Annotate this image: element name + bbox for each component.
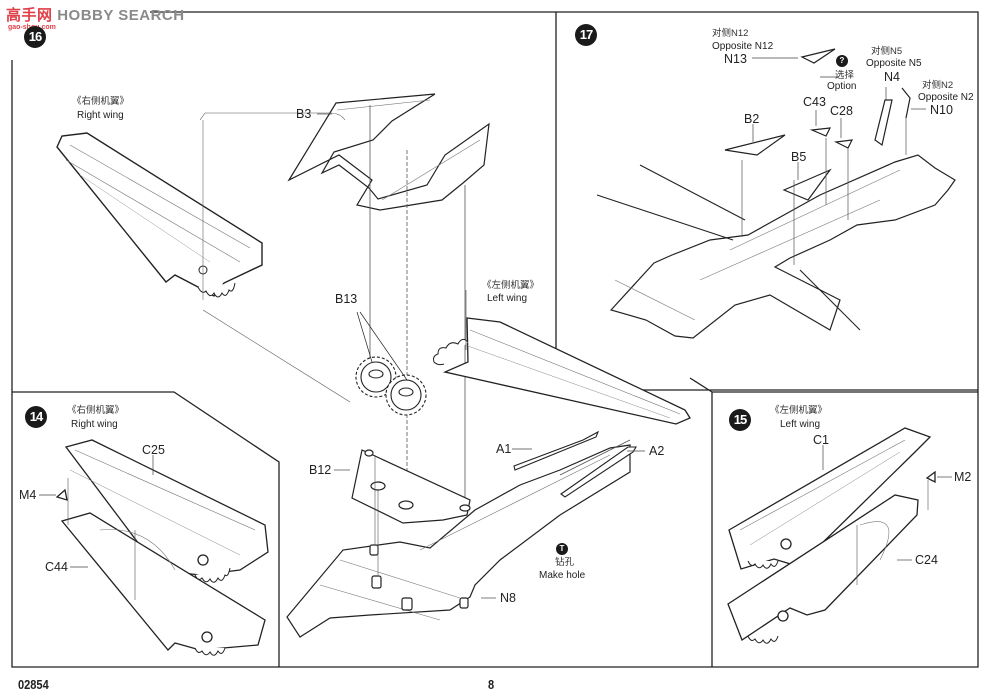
- watermark-brand-cn: 高手网: [6, 7, 53, 24]
- drill-icon: T: [556, 543, 568, 555]
- part-label-m2: M2: [954, 470, 972, 484]
- part-label-n10: N10: [930, 103, 953, 117]
- step16-fuselage-drawing: [286, 444, 631, 638]
- question-icon: ?: [836, 55, 848, 67]
- step16-right-wing-label-en: Right wing: [77, 110, 124, 121]
- step16-part-b13-gears: [355, 311, 427, 416]
- step14-wings-drawing: [55, 439, 269, 656]
- step15-wings-drawing: [727, 427, 936, 644]
- part-label-n13: N13: [724, 52, 747, 66]
- opposite-n5-label-en: Opposite N5: [866, 58, 922, 69]
- part-label-a1: A1: [496, 442, 512, 456]
- kit-number: 02854: [18, 677, 49, 692]
- make-hole-label-en: Make hole: [539, 570, 586, 581]
- page-number: 8: [488, 677, 495, 692]
- part-label-c28: C28: [830, 104, 853, 118]
- step15-panel-diagonal: [689, 377, 713, 393]
- step-badge-16: 16: [24, 26, 46, 48]
- part-label-b13: B13: [335, 292, 358, 306]
- step-badge-17: 17: [575, 24, 597, 46]
- step-badge-14: 14: [25, 406, 47, 428]
- part-label-b3: B3: [296, 107, 312, 121]
- part-label-c43: C43: [803, 95, 826, 109]
- step15-left-wing-label-cn: 《左侧机翼》: [770, 405, 828, 416]
- make-hole-label-cn: 钻孔: [555, 557, 575, 568]
- part-label-c1: C1: [813, 433, 829, 447]
- part-label-c44: C44: [45, 560, 68, 574]
- part-label-m4: M4: [19, 488, 37, 502]
- opposite-n2-label-en: Opposite N2: [918, 92, 974, 103]
- opposite-n12-label-en: Opposite N12: [712, 41, 774, 52]
- part-label-c24: C24: [915, 553, 938, 567]
- step14-right-wing-label-en: Right wing: [71, 419, 118, 430]
- opposite-n2-label-cn: 对侧N2: [922, 80, 954, 91]
- step14-panel-border: [12, 391, 280, 667]
- step16-left-wing-label-en: Left wing: [487, 293, 528, 304]
- part-label-n4: N4: [884, 70, 900, 84]
- option-label-cn: 选择: [835, 70, 855, 81]
- step16-right-wing-drawing: [56, 120, 263, 300]
- watermark-brand-en: HOBBY SEARCH: [57, 7, 185, 24]
- step14-right-wing-label-cn: 《右侧机翼》: [67, 405, 125, 416]
- opposite-n5-label-cn: 对侧N5: [871, 46, 903, 57]
- step17-aircraft-drawing: [596, 48, 956, 339]
- step16-part-b12-drawing: [351, 449, 471, 524]
- step16-right-wing-label-cn: 《右侧机翼》: [72, 96, 130, 107]
- step-badge-15: 15: [729, 409, 751, 431]
- part-label-b2: B2: [744, 112, 760, 126]
- step16-left-wing-label-cn: 《左侧机翼》: [482, 280, 540, 291]
- step16-part-b3-drawing: [199, 93, 490, 505]
- part-label-a2: A2: [649, 444, 665, 458]
- step15-left-wing-label-en: Left wing: [780, 419, 821, 430]
- watermark-logo: 高手网 HOBBY SEARCH: [6, 4, 185, 25]
- step16-parts-a1-a2-drawing: [513, 430, 637, 498]
- part-label-c25: C25: [142, 443, 165, 457]
- outer-frame: [11, 11, 979, 668]
- part-label-b5: B5: [791, 150, 807, 164]
- leader-lines: [39, 57, 952, 599]
- opposite-n12-label-cn: 对侧N12: [712, 28, 749, 39]
- step16-left-wing-drawing: [433, 290, 691, 425]
- option-label-en: Option: [827, 81, 857, 92]
- part-label-b12: B12: [309, 463, 332, 477]
- part-label-n8: N8: [500, 591, 516, 605]
